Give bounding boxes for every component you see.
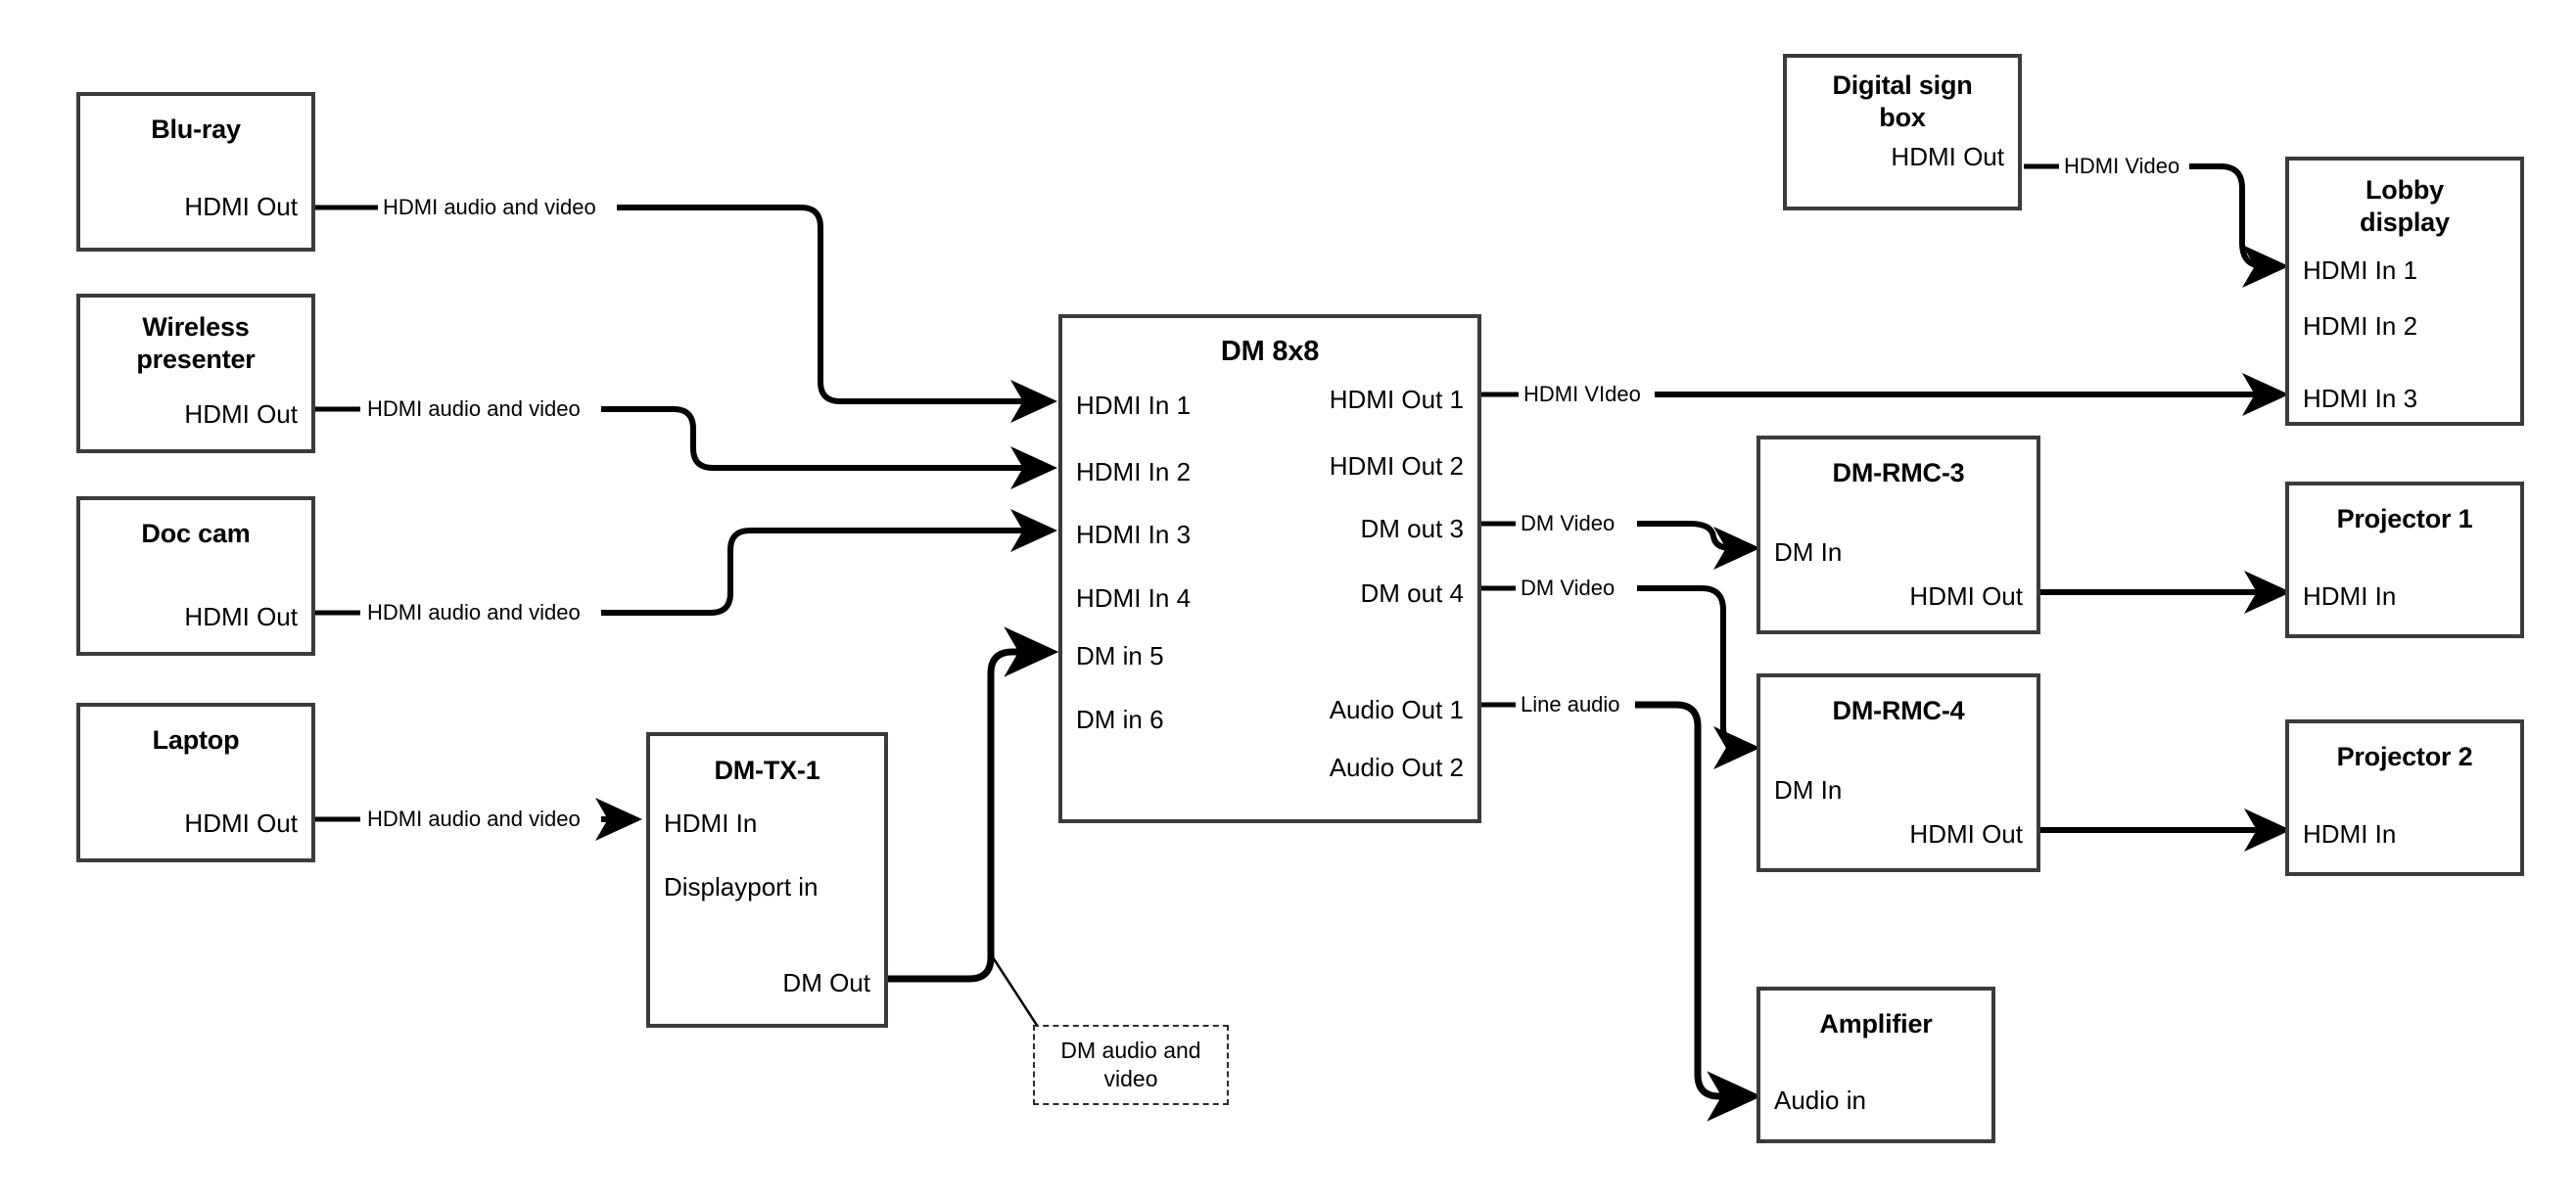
node-bluray[interactable]: Blu-ray HDMI Out xyxy=(76,92,315,252)
node-projector-2[interactable]: Projector 2 HDMI In xyxy=(2285,719,2524,876)
node-dm-rmc-4-port-hdmi-out: HDMI Out xyxy=(1909,819,2023,849)
node-amplifier-title: Amplifier xyxy=(1819,1009,1933,1039)
node-dm-8x8-port-dm-out-3: DM out 3 xyxy=(1360,514,1465,543)
edge-label-line-audio: Line audio xyxy=(1516,692,1625,717)
node-projector-2-port-hdmi-in: HDMI In xyxy=(2303,819,2397,849)
edge-label-wireless: HDMI audio and video xyxy=(362,396,585,422)
node-projector-1[interactable]: Projector 1 HDMI In xyxy=(2285,482,2524,638)
edge-label-bluray: HDMI audio and video xyxy=(378,195,601,220)
node-lobby-display-port-hdmi-in-2: HDMI In 2 xyxy=(2303,311,2418,341)
node-doc-cam-port-hdmi-out: HDMI Out xyxy=(184,602,298,631)
node-wireless-presenter-title-line1: Wireless xyxy=(142,312,250,342)
node-dm-rmc-4-title: DM-RMC-4 xyxy=(1832,696,1965,725)
node-amplifier-port-audio-in: Audio in xyxy=(1774,1086,1866,1115)
node-dm-tx-1-title: DM-TX-1 xyxy=(714,756,820,785)
edge-label-dm-video-4: DM Video xyxy=(1516,576,1620,601)
node-dm-8x8-port-hdmi-in-1: HDMI In 1 xyxy=(1076,391,1192,420)
node-dm-8x8-port-hdmi-out-2: HDMI Out 2 xyxy=(1329,451,1464,481)
node-laptop-port-hdmi-out: HDMI Out xyxy=(184,808,298,838)
node-dm-tx-1-port-displayport-in: Displayport in xyxy=(664,872,819,901)
edge-label-hdmi-video-signbox: HDMI Video xyxy=(2059,154,2185,179)
node-dm-rmc-4-port-dm-in: DM In xyxy=(1774,775,1843,805)
edge-label-doccam: HDMI audio and video xyxy=(362,600,585,625)
node-dm-tx-1-port-hdmi-in: HDMI In xyxy=(664,808,758,838)
node-digital-sign-box[interactable]: Digital sign box HDMI Out xyxy=(1783,54,2022,210)
node-lobby-display-title-line2: display xyxy=(2360,208,2450,237)
edge-label-laptop: HDMI audio and video xyxy=(362,807,585,832)
node-dm-8x8-title: DM 8x8 xyxy=(1220,336,1320,367)
node-dm-tx-1[interactable]: DM-TX-1 HDMI In Displayport in DM Out xyxy=(646,732,888,1028)
node-lobby-display-port-hdmi-in-1: HDMI In 1 xyxy=(2303,255,2418,285)
edge-label-hdmi-video-out1: HDMI VIdeo xyxy=(1519,382,1646,407)
node-dm-8x8-port-dm-in-5: DM in 5 xyxy=(1076,641,1164,670)
node-bluray-port-hdmi-out: HDMI Out xyxy=(184,192,298,221)
node-amplifier[interactable]: Amplifier Audio in xyxy=(1756,987,1995,1143)
node-projector-2-title: Projector 2 xyxy=(2336,742,2473,771)
node-digital-sign-box-title-line2: box xyxy=(1879,103,1926,132)
node-digital-sign-box-title-line1: Digital sign xyxy=(1832,70,1973,100)
wire-signbox-to-lobby xyxy=(2024,163,2289,288)
node-dm-8x8-port-dm-in-6: DM in 6 xyxy=(1076,705,1164,734)
node-projector-1-title: Projector 1 xyxy=(2336,504,2473,533)
wire-bluray-to-dm8x8 xyxy=(315,205,1057,423)
node-doc-cam-title: Doc cam xyxy=(141,519,251,548)
edge-label-dm-video-3: DM Video xyxy=(1516,511,1620,536)
callout-dm-audio-and-video-text: DM audio and video xyxy=(1060,1038,1201,1091)
node-dm-8x8-port-hdmi-in-3: HDMI In 3 xyxy=(1076,520,1192,549)
node-wireless-presenter[interactable]: Wireless presenter HDMI Out xyxy=(76,294,315,453)
callout-dm-audio-and-video: DM audio and video xyxy=(1033,1025,1229,1105)
node-laptop-title: Laptop xyxy=(152,725,240,755)
node-dm-8x8-port-hdmi-out-1: HDMI Out 1 xyxy=(1329,385,1464,414)
node-doc-cam[interactable]: Doc cam HDMI Out xyxy=(76,496,315,656)
node-projector-1-port-hdmi-in: HDMI In xyxy=(2303,581,2397,611)
wire-dm8x8-out4-to-rmc4 xyxy=(1481,585,1760,769)
node-dm-tx-1-port-dm-out: DM Out xyxy=(782,968,870,997)
node-dm-rmc-3-title: DM-RMC-3 xyxy=(1832,458,1965,487)
node-dm-8x8-port-hdmi-in-2: HDMI In 2 xyxy=(1076,457,1192,486)
node-dm-rmc-3-port-hdmi-out: HDMI Out xyxy=(1909,581,2023,611)
node-digital-sign-box-port-hdmi-out: HDMI Out xyxy=(1891,142,2004,171)
node-dm-8x8[interactable]: DM 8x8 HDMI In 1 HDMI In 2 HDMI In 3 HDM… xyxy=(1058,314,1481,823)
node-laptop[interactable]: Laptop HDMI Out xyxy=(76,703,315,862)
node-lobby-display-port-hdmi-in-3: HDMI In 3 xyxy=(2303,384,2418,413)
node-dm-8x8-port-hdmi-in-4: HDMI In 4 xyxy=(1076,583,1192,613)
node-bluray-title: Blu-ray xyxy=(151,115,241,144)
node-dm-8x8-port-dm-out-4: DM out 4 xyxy=(1360,578,1465,608)
node-dm-8x8-port-audio-out-1: Audio Out 1 xyxy=(1329,695,1464,724)
node-dm-rmc-3[interactable]: DM-RMC-3 DM In HDMI Out xyxy=(1756,436,2040,634)
node-lobby-display[interactable]: Lobby display HDMI In 1 HDMI In 2 HDMI I… xyxy=(2285,157,2524,426)
node-wireless-presenter-port-hdmi-out: HDMI Out xyxy=(184,399,298,429)
node-dm-rmc-4[interactable]: DM-RMC-4 DM In HDMI Out xyxy=(1756,673,2040,872)
node-dm-rmc-3-port-dm-in: DM In xyxy=(1774,537,1843,567)
node-dm-8x8-port-audio-out-2: Audio Out 2 xyxy=(1329,753,1464,782)
node-wireless-presenter-title-line2: presenter xyxy=(136,345,256,374)
node-lobby-display-title-line1: Lobby xyxy=(2365,175,2444,205)
wire-dm8x8-audioout1-to-amplifier xyxy=(1481,701,1762,1122)
wire-dmtx1-to-dm8x8 xyxy=(888,626,1059,1031)
